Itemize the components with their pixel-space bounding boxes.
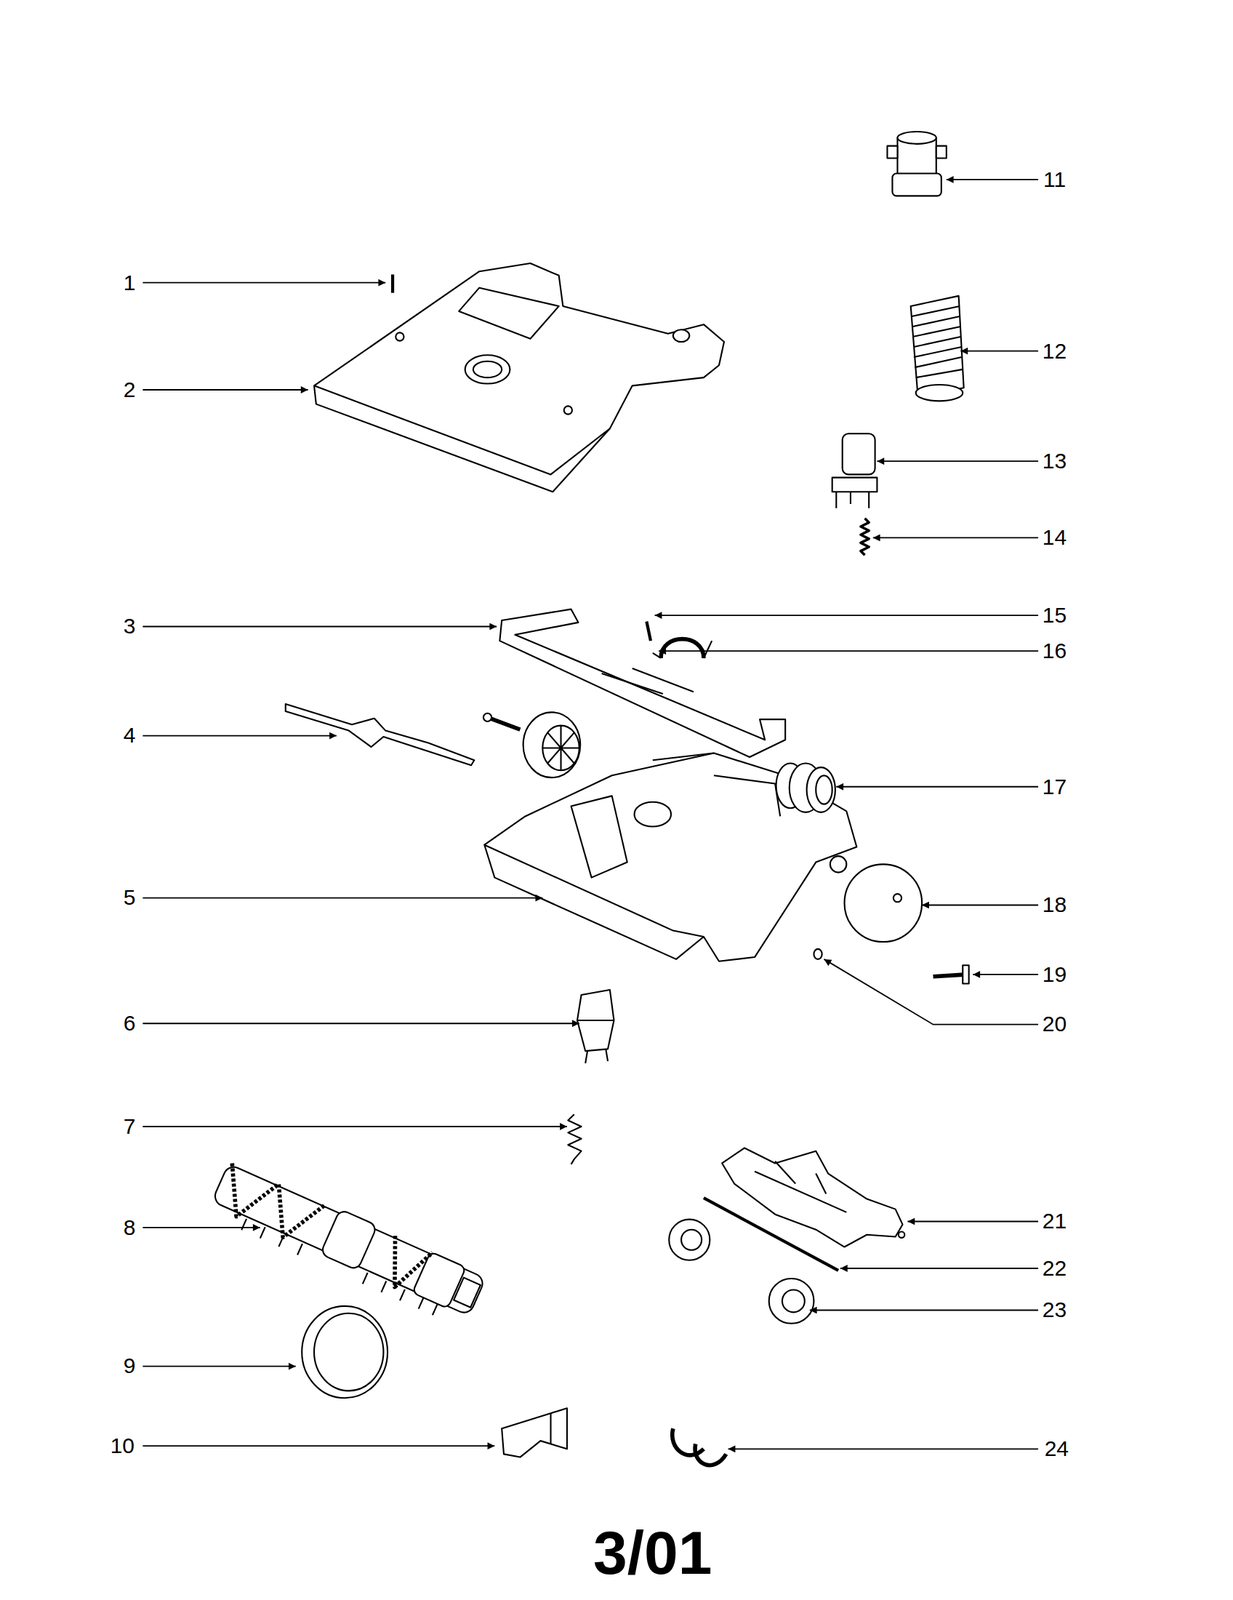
callout-number: 2 (123, 378, 136, 401)
callout-number: 21 (1042, 1209, 1067, 1232)
callout-number: 24 (1044, 1437, 1069, 1460)
callout-number: 9 (123, 1354, 136, 1377)
callout-number: 12 (1042, 340, 1067, 363)
callout-number: 11 (1043, 168, 1066, 191)
callout-number: 7 (123, 1115, 136, 1138)
callout-number: 15 (1042, 604, 1067, 626)
callout-number: 6 (123, 1011, 136, 1034)
callout-number: 16 (1042, 639, 1067, 662)
callout-number: 23 (1042, 1298, 1067, 1321)
callout-number: 20 (1042, 1012, 1067, 1035)
page-code: 3/01 (593, 1521, 713, 1583)
callout-number: 17 (1042, 775, 1067, 798)
callout-number: 5 (123, 886, 136, 909)
callout-number: 13 (1042, 450, 1067, 472)
callout-number: 8 (123, 1216, 136, 1239)
callout-number: 1 (123, 271, 136, 294)
callout-number: 19 (1042, 963, 1067, 986)
callout-number: 22 (1042, 1256, 1067, 1279)
callout-number: 18 (1042, 893, 1067, 916)
callout-number: 4 (123, 724, 136, 746)
callout-number: 3 (123, 615, 136, 637)
callout-number: 14 (1042, 526, 1067, 549)
callout-number: 10 (110, 1434, 135, 1457)
